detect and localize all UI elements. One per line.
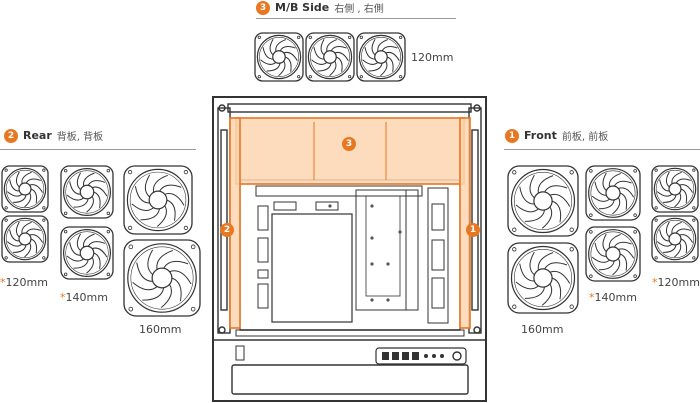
motherboard-cutout	[271, 213, 353, 323]
fan-icon	[1, 215, 49, 263]
front-io-panel	[375, 347, 467, 365]
rear-mount-zone	[229, 117, 241, 329]
fan-icon	[123, 239, 201, 317]
front-120mm-label: *120mm	[652, 276, 700, 289]
chassis-marker-mb-side: 3	[342, 137, 356, 151]
mb-side-divider	[256, 18, 456, 19]
rear-subtitle: 背板, 背板	[56, 132, 104, 143]
fan-icon	[651, 165, 699, 213]
chassis-marker-rear: 2	[220, 223, 234, 237]
rear-160mm-label: 160mm	[139, 323, 182, 336]
front-subtitle: 前板, 前板	[561, 132, 609, 143]
fan-icon	[60, 226, 114, 280]
front-divider	[504, 149, 700, 150]
fan-icon	[1, 165, 49, 213]
rear-header: 2 Rear 背板, 背板	[4, 128, 103, 143]
mb-side-mount-zone	[235, 117, 465, 185]
rear-divider	[0, 149, 196, 150]
front-160mm-label: 160mm	[521, 323, 564, 336]
fan-icon	[585, 165, 641, 221]
power-button	[235, 345, 245, 361]
fan-icon	[123, 165, 193, 235]
fan-icon	[254, 32, 304, 82]
mb-side-title: M/B Side	[275, 1, 330, 14]
fan-icon	[651, 215, 699, 263]
rear-140mm-label: *140mm	[60, 291, 108, 304]
fan-icon	[507, 242, 579, 314]
fan-icon	[60, 165, 114, 219]
fan-icon	[356, 32, 406, 82]
mb-side-header: 3 M/B Side 右側 , 右側	[256, 0, 384, 15]
rear-120mm-label: *120mm	[0, 276, 48, 289]
fan-mount-zones	[229, 117, 471, 329]
rear-title: Rear	[23, 129, 52, 142]
fan-icon	[305, 32, 355, 82]
front-title: Front	[524, 129, 557, 142]
front-number-badge: 1	[505, 128, 519, 143]
mb-side-subtitle: 右側 , 右側	[334, 4, 384, 15]
fan-icon	[507, 165, 579, 237]
rear-number-badge: 2	[4, 128, 18, 143]
mb-side-number-badge: 3	[256, 0, 270, 15]
mb-side-size-label: 120mm	[411, 51, 454, 64]
cable-management-strip	[427, 187, 449, 324]
chassis-marker-front: 1	[466, 223, 480, 237]
front-header: 1 Front 前板, 前板	[505, 128, 608, 143]
psu-bay	[231, 364, 469, 395]
front-140mm-label: *140mm	[589, 291, 637, 304]
fan-icon	[585, 226, 641, 282]
